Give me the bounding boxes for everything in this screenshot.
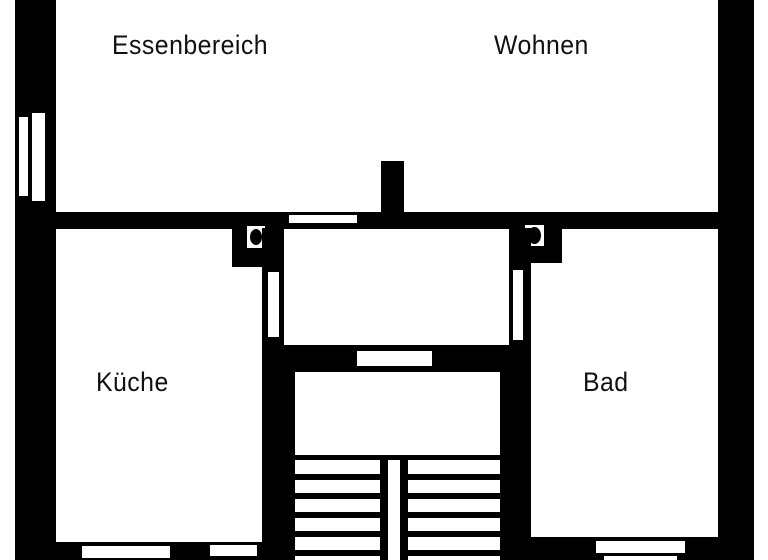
stair-stringer-left bbox=[380, 455, 388, 560]
chimney-left-icon bbox=[250, 229, 262, 245]
window-hall-left bbox=[268, 272, 279, 337]
stair-tread bbox=[295, 474, 381, 480]
stair-stringer-right bbox=[400, 455, 408, 560]
stair-tread bbox=[407, 474, 500, 480]
window-bad-1 bbox=[596, 541, 685, 553]
stair-tread bbox=[407, 550, 500, 556]
stair-tread bbox=[407, 531, 500, 537]
stair-tread bbox=[295, 512, 381, 518]
room-label-kueche: Küche bbox=[96, 367, 169, 397]
room-label-essenbereich: Essenbereich bbox=[112, 30, 269, 60]
window-bad-2 bbox=[604, 556, 677, 560]
window-kueche-1 bbox=[82, 546, 170, 558]
partition-stub bbox=[381, 161, 404, 213]
stair-tread bbox=[295, 531, 381, 537]
wall-stair-left bbox=[262, 372, 295, 560]
window-left-pane-2 bbox=[32, 113, 45, 201]
stair-tread bbox=[407, 493, 500, 499]
outer-wall-right bbox=[718, 0, 754, 560]
door-opening-stair bbox=[357, 351, 432, 366]
room-label-wohnen: Wohnen bbox=[494, 30, 589, 60]
stair-tread bbox=[295, 493, 381, 499]
stair-landing-edge bbox=[295, 455, 500, 460]
window-kueche-2 bbox=[210, 545, 257, 556]
room-label-bad: Bad bbox=[583, 367, 629, 397]
window-hall-right bbox=[513, 270, 523, 340]
chimney-right-icon bbox=[528, 227, 541, 244]
outer-wall-left bbox=[15, 0, 56, 560]
wall-stair-right bbox=[500, 372, 531, 560]
window-left-pane-1 bbox=[19, 117, 28, 196]
stair-tread bbox=[407, 512, 500, 518]
door-opening-hall bbox=[289, 215, 357, 223]
stair-tread bbox=[295, 550, 381, 556]
wall-horizontal-main bbox=[55, 212, 719, 229]
